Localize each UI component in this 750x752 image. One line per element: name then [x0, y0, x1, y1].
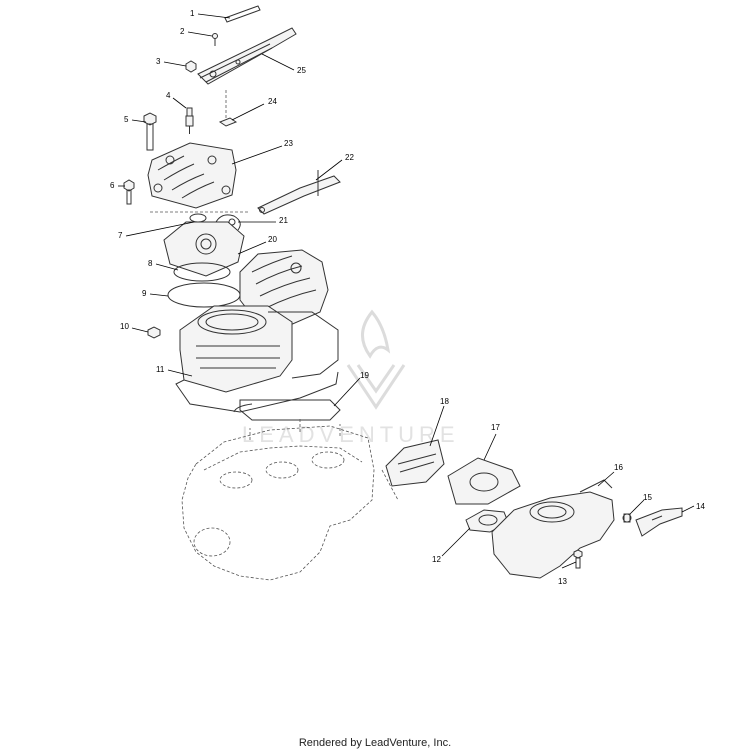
callout-numbers: 1 2 3 4 5 6 7 8 9 10 11 12 13 14 15 16 1…: [110, 9, 705, 586]
callout-25: 25: [297, 66, 306, 75]
callout-2: 2: [180, 27, 185, 36]
callout-11: 11: [156, 365, 165, 374]
part-15-fastener: [622, 513, 632, 523]
part-22-bracket: [257, 170, 341, 215]
part-11-cylinder: [175, 305, 339, 413]
part-9-oring: [167, 282, 241, 308]
callout-18: 18: [440, 397, 449, 406]
part-25-rail: [197, 27, 297, 85]
part-17-intake-adapter: [447, 457, 521, 505]
part-19-base-gasket: [233, 399, 341, 421]
callout-3: 3: [156, 57, 161, 66]
crankcase-outline: [181, 418, 375, 581]
leader-lines: [118, 13, 695, 569]
callout-12: 12: [432, 555, 441, 564]
part-4-spark-plug: [185, 107, 194, 134]
callout-20: 20: [268, 235, 277, 244]
callout-4: 4: [166, 91, 171, 100]
part-16-exhaust-manifold: [491, 479, 615, 579]
part-13-bolt: [573, 549, 583, 569]
callout-5: 5: [124, 115, 129, 124]
callout-19: 19: [360, 371, 369, 380]
callout-6: 6: [110, 181, 115, 190]
callout-7: 7: [118, 231, 123, 240]
callout-21: 21: [279, 216, 288, 225]
part-2-screw: [212, 33, 218, 46]
callout-23: 23: [284, 139, 293, 148]
part-24-clip: [218, 90, 238, 127]
callout-16: 16: [614, 463, 623, 472]
callout-24: 24: [268, 97, 277, 106]
footer-credit: Rendered by LeadVenture, Inc.: [298, 737, 452, 749]
callout-8: 8: [148, 259, 153, 268]
part-8-oring: [173, 262, 231, 282]
callout-22: 22: [345, 153, 354, 162]
callout-15: 15: [643, 493, 652, 502]
part-3-nut: [185, 60, 197, 73]
part-7-head: [150, 211, 248, 277]
part-5-bolt: [143, 112, 157, 151]
watermark-text: LEADVENTURE: [242, 422, 460, 447]
callout-17: 17: [491, 423, 500, 432]
part-6-bolt: [123, 179, 135, 205]
callout-1: 1: [190, 9, 195, 18]
callout-10: 10: [120, 322, 129, 331]
part-1-rod: [224, 5, 261, 23]
callout-14: 14: [696, 502, 705, 511]
callout-13: 13: [558, 577, 567, 586]
part-10-nut: [147, 326, 161, 339]
part-14-bracket: [635, 507, 683, 537]
part-18-reed-valve: [381, 439, 445, 501]
callout-9: 9: [142, 289, 147, 298]
part-23-head-cover: [147, 142, 237, 209]
watermark-logo: [346, 309, 406, 410]
